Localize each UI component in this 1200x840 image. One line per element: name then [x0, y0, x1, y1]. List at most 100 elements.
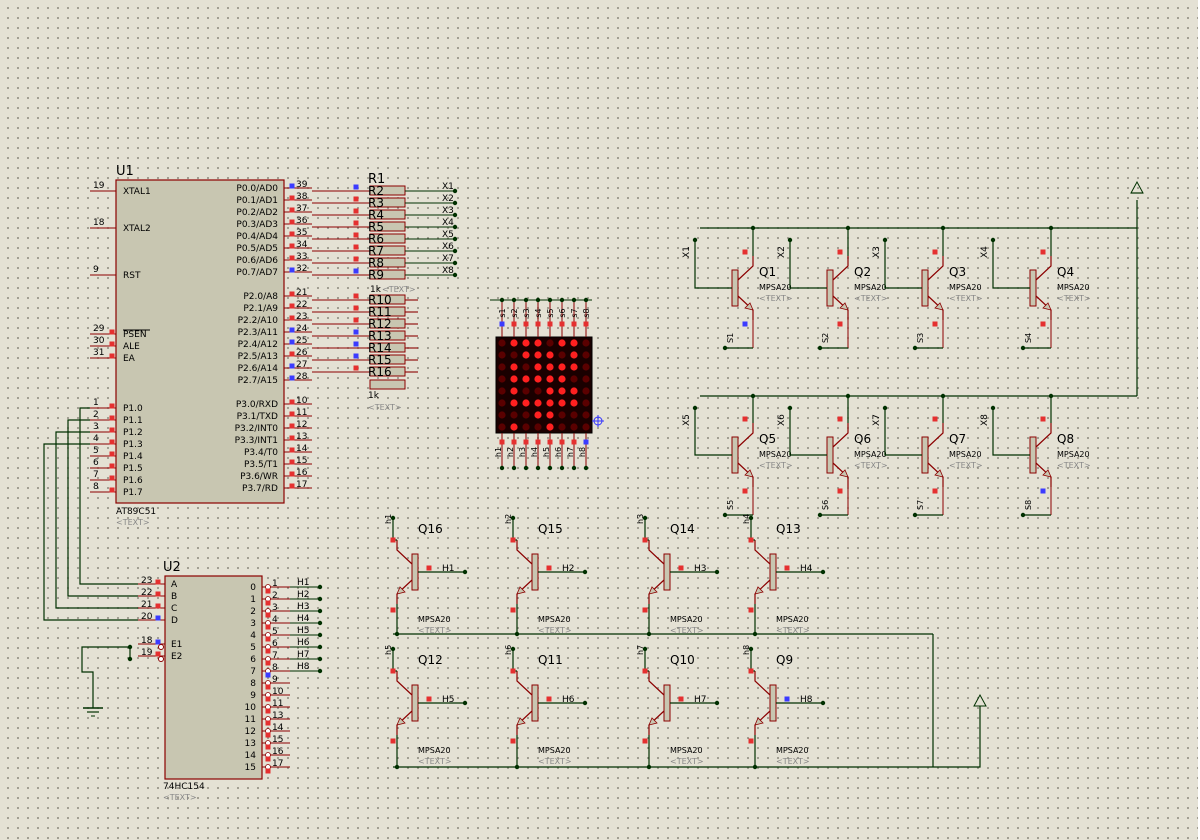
base-wire [789, 408, 827, 456]
transistor-q5-arrow [744, 469, 754, 478]
q-pin-marker [932, 321, 938, 327]
u1-pin-marker [289, 435, 295, 441]
u1-pin-label: P3.1/TXD [237, 412, 278, 422]
transistor-q3[interactable] [921, 269, 929, 307]
base-net-label: X7 [872, 414, 882, 426]
r1-label: R7 [368, 244, 384, 258]
r2-resistor[interactable] [369, 379, 406, 390]
u2-pin-marker [265, 672, 271, 678]
transistor-q14-collector [648, 540, 665, 565]
u1-pin-number: 38 [296, 192, 308, 202]
transistor-q5[interactable] [731, 436, 739, 474]
u1-pin-marker [289, 291, 295, 297]
junction-dot [510, 515, 516, 521]
base-net-label: X6 [777, 414, 787, 426]
u1-pin-number: 32 [296, 264, 307, 274]
r1-pin-marker [353, 220, 359, 226]
u1-pin-marker [289, 363, 295, 369]
q-ref: Q8 [1057, 432, 1074, 446]
matrix-top-label: s7 [570, 308, 579, 317]
u2-pin-label: 3 [250, 619, 256, 629]
led-dot [558, 351, 566, 359]
base-net-label: X2 [777, 246, 787, 258]
transistor-q12[interactable] [411, 684, 419, 722]
u2-pin-label: 8 [250, 679, 256, 689]
u2-pin-marker [265, 768, 271, 774]
led-matrix[interactable] [495, 336, 593, 434]
u2-pin-number: 23 [141, 576, 152, 586]
u1-pin-label: P1.2 [123, 428, 143, 438]
matrix-top-label: s6 [558, 308, 567, 317]
u2-pin-number: 3 [272, 603, 278, 613]
transistor-q9[interactable] [769, 684, 777, 722]
led-dot [570, 363, 578, 371]
q-ref: Q11 [538, 653, 563, 667]
u1-pin-marker [289, 423, 295, 429]
transistor-q4[interactable] [1029, 269, 1037, 307]
u1-pin-number: 31 [93, 348, 104, 358]
u2-pin-marker [265, 744, 271, 750]
u1-pin-marker [109, 463, 115, 469]
u1-pin-label: P2.7/A15 [238, 376, 278, 386]
junction-dot [912, 345, 918, 351]
transistor-q3-arrow [934, 302, 944, 311]
junction-dot [390, 515, 396, 521]
transistor-q14[interactable] [663, 553, 671, 591]
u1-pin-label: P3.5/T1 [244, 460, 278, 470]
q-pin-marker [742, 488, 748, 494]
q-ref: Q9 [776, 653, 793, 667]
transistor-q6-collector [832, 423, 849, 448]
u1-body[interactable] [115, 179, 285, 504]
transistor-q2[interactable] [826, 269, 834, 307]
junction-dot [317, 584, 323, 590]
transistor-q13[interactable] [769, 553, 777, 591]
u1-pin-label: P0.1/AD1 [236, 196, 278, 206]
u1-pin-label: P0.5/AD5 [236, 244, 278, 254]
r2-label: R13 [368, 329, 392, 343]
led-dot [558, 363, 566, 371]
q-part: MPSA20 [759, 450, 792, 459]
led-dot [582, 351, 590, 359]
transistor-q11[interactable] [531, 684, 539, 722]
transistor-q6[interactable] [826, 436, 834, 474]
led-dot [558, 387, 566, 395]
led-dot [510, 339, 518, 347]
r2-label: R16 [368, 365, 392, 379]
junction-dot [559, 465, 565, 471]
u1-pin-marker [289, 267, 295, 273]
transistor-q8[interactable] [1029, 436, 1037, 474]
u1-pin-marker [109, 341, 115, 347]
u2-pin-number: 9 [272, 675, 278, 685]
q-ref: Q12 [418, 653, 443, 667]
q-placeholder: <TEXT> [776, 757, 810, 766]
net-label: X3 [442, 206, 454, 216]
u2-body[interactable] [164, 575, 263, 780]
r2-pin-marker [353, 353, 359, 359]
u2-pin-label: 12 [245, 727, 256, 737]
u1-pin-label: P0.7/AD7 [236, 268, 278, 278]
base-net-label: H6 [562, 695, 575, 705]
junction-dot [535, 465, 541, 471]
transistor-q15[interactable] [531, 553, 539, 591]
transistor-q1[interactable] [731, 269, 739, 307]
matrix-bottom-label: h2 [506, 447, 515, 457]
junction-dot [748, 515, 754, 521]
q-pin-marker [1040, 416, 1046, 422]
junction-dot [510, 646, 516, 652]
transistor-q7[interactable] [921, 436, 929, 474]
r2-pin-marker [353, 293, 359, 299]
u1-pin-number: 29 [93, 324, 105, 334]
u1-pin-number: 15 [296, 456, 307, 466]
led-dot [546, 399, 554, 407]
u1-pin-label: P0.3/AD3 [236, 220, 278, 230]
led-dot [570, 375, 578, 383]
transistor-q10[interactable] [663, 684, 671, 722]
address-wire [79, 407, 138, 585]
led-dot [546, 363, 554, 371]
junction-dot [582, 700, 588, 706]
transistor-q6-arrow [839, 469, 849, 478]
matrix-bottom-label: h7 [566, 447, 575, 457]
junction-dot [722, 512, 728, 518]
transistor-q16[interactable] [411, 553, 419, 591]
